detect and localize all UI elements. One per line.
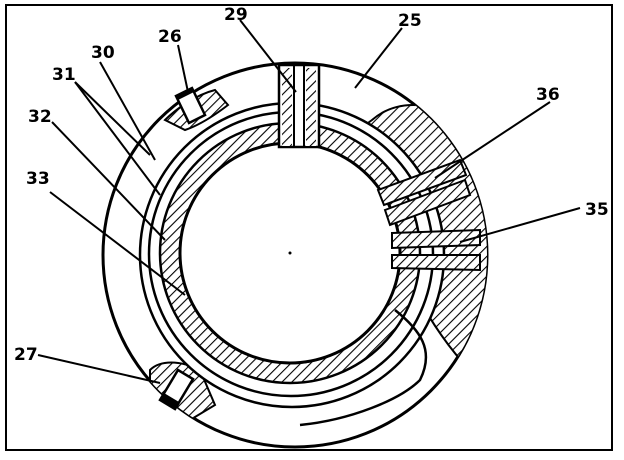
label-26: 26 bbox=[158, 27, 182, 47]
label-25: 25 bbox=[398, 11, 422, 31]
label-32: 32 bbox=[28, 107, 52, 127]
leader-lines bbox=[37, 19, 581, 384]
label-31: 31 bbox=[52, 65, 76, 85]
center-mark bbox=[288, 251, 292, 255]
right-channel-35 bbox=[391, 228, 481, 272]
pin-26 bbox=[174, 86, 207, 125]
lower-right-curve bbox=[299, 309, 428, 427]
pin-27 bbox=[158, 368, 195, 411]
label-29: 29 bbox=[224, 5, 248, 25]
label-27: 27 bbox=[14, 345, 38, 365]
label-33: 33 bbox=[26, 169, 50, 189]
label-35: 35 bbox=[585, 200, 609, 220]
callout-labels: 25 26 27 29 30 31 32 33 35 36 bbox=[14, 5, 609, 365]
label-36: 36 bbox=[536, 85, 560, 105]
label-30: 30 bbox=[91, 43, 115, 63]
